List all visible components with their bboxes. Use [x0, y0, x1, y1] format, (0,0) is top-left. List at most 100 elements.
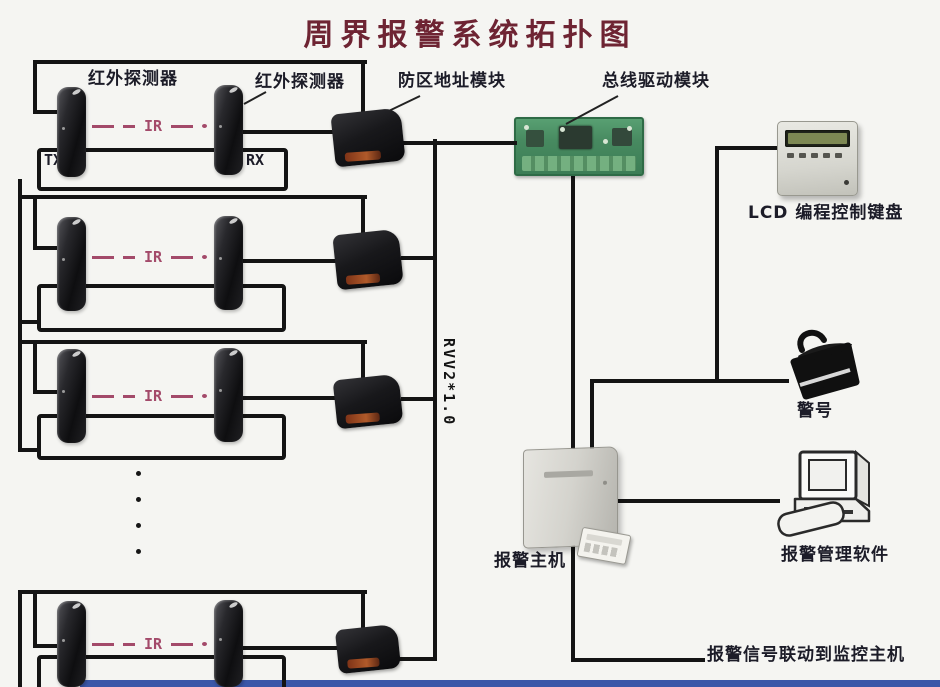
pcb-chip	[526, 130, 544, 147]
bus-driver-module	[514, 117, 644, 176]
wire-segment	[243, 259, 337, 263]
ir-beam-dash	[171, 255, 194, 259]
continuation-dots	[136, 523, 141, 528]
host-logo-strip	[544, 470, 593, 478]
ir-beam-dash	[171, 124, 194, 128]
ir-detector-tx	[57, 217, 86, 311]
keypad-drop-wire	[715, 146, 719, 383]
wire-segment	[33, 246, 62, 250]
lcd-screen	[785, 130, 850, 147]
left-trunk-wire	[18, 179, 22, 452]
host-lock	[603, 480, 607, 485]
wiring-loop	[37, 148, 288, 191]
siren-icon	[790, 329, 860, 400]
ir-beam-label: IR	[144, 117, 163, 135]
keypad-buttons	[787, 153, 842, 158]
ir-beam-dash	[123, 255, 135, 259]
module-terminal-stripe	[345, 273, 381, 285]
ir-beam-label: IR	[144, 635, 163, 653]
lcd-keypad	[777, 121, 858, 196]
ir-beam-dash	[123, 394, 135, 398]
zone-address-module	[330, 107, 406, 168]
wire-segment	[33, 390, 62, 394]
ir-beam-label: IR	[144, 387, 163, 405]
wire-segment	[401, 397, 437, 401]
wire-segment	[361, 60, 365, 117]
ir-beam-dash	[123, 124, 135, 128]
ir-detector-tx	[57, 601, 86, 687]
ir-beam-dash	[123, 642, 135, 646]
keypad-led	[844, 180, 849, 185]
ir-beam-dash	[92, 394, 114, 398]
zone-module-label: 防区地址模块	[398, 71, 506, 91]
wire-segment	[361, 195, 365, 237]
ir-detector-rx	[214, 85, 243, 175]
pcb-pad	[560, 127, 565, 132]
ir-detector-rx	[214, 348, 243, 442]
ir-beam-dot	[202, 394, 208, 398]
pcb-chip	[611, 127, 632, 147]
ir-detector-rx	[214, 216, 243, 310]
ir-detector-rx	[214, 600, 243, 687]
ir-beam: IR	[92, 117, 210, 135]
wire-segment	[33, 60, 367, 64]
lcd-keypad-label: LCD 编程控制键盘	[748, 203, 904, 223]
wire-segment	[361, 590, 365, 632]
module-terminal-stripe	[345, 412, 381, 424]
wire-segment	[361, 340, 365, 382]
wire-segment	[18, 590, 367, 594]
footer-bar	[80, 680, 940, 687]
pcb-pad	[627, 126, 632, 131]
wire-segment	[33, 110, 62, 114]
pcb-pad	[524, 125, 529, 130]
ir-detector-left-label: 红外探测器	[88, 69, 178, 89]
detector-label-leader-line	[243, 91, 267, 105]
wire-segment	[243, 396, 337, 400]
wire-segment	[18, 340, 367, 344]
continuation-dots	[136, 549, 141, 554]
ir-detector-tx	[57, 87, 86, 177]
wire-segment	[399, 657, 437, 661]
pcb-terminal-block	[522, 156, 636, 171]
ir-beam-dash	[171, 642, 194, 646]
page-title: 周界报警系统拓扑图	[303, 18, 637, 53]
ir-beam: IR	[92, 635, 210, 653]
cable-label: RVV2*1.0	[440, 338, 458, 427]
host-keypad	[576, 526, 632, 565]
lcd-glass	[788, 133, 847, 144]
wire-segment	[243, 130, 337, 134]
ir-beam-dash	[92, 124, 114, 128]
siren-wire	[590, 379, 789, 383]
wire-segment	[18, 590, 22, 687]
wire-segment	[33, 340, 37, 394]
ir-beam: IR	[92, 248, 210, 266]
host-top-wire	[590, 379, 594, 452]
ir-beam-dash	[92, 255, 114, 259]
module-terminal-stripe	[346, 657, 380, 669]
ir-beam-dot	[202, 124, 208, 128]
wire-segment	[33, 644, 62, 648]
keypad-branch-wire	[715, 146, 779, 150]
host-to-computer-wire	[614, 499, 780, 503]
ir-beam-label: IR	[144, 248, 163, 266]
wiring-loop	[37, 655, 286, 687]
wire-segment	[400, 141, 517, 145]
wire-segment	[33, 60, 37, 114]
wire-segment	[243, 646, 339, 650]
wiring-loop	[37, 284, 286, 332]
continuation-dots	[136, 497, 141, 502]
zone-address-module	[334, 623, 402, 675]
wiring-loop	[37, 414, 286, 460]
ir-beam: IR	[92, 387, 210, 405]
host-bottom-wire	[571, 543, 575, 662]
ir-beam-dot	[202, 642, 208, 646]
wire-segment	[18, 195, 367, 199]
ir-beam-dash	[171, 394, 194, 398]
alarm-host	[523, 446, 632, 565]
pcb-to-host-wire	[571, 170, 575, 452]
wire-segment	[18, 448, 41, 452]
zone-address-module	[332, 373, 404, 430]
ir-beam-dash	[92, 642, 114, 646]
ir-beam-dot	[202, 255, 208, 259]
